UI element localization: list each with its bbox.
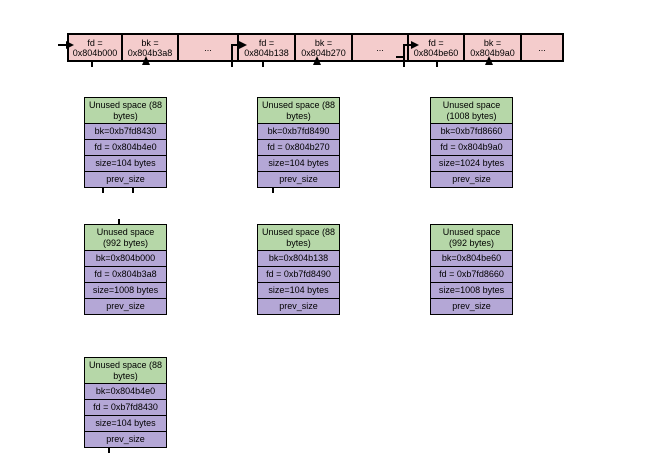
chunk-field-size: size=1008 bytes <box>430 282 513 299</box>
chunk-field-size: size=104 bytes <box>84 415 167 432</box>
chunk-field-size: size=1008 bytes <box>84 282 167 299</box>
chunk-title: Unused space (992 bytes) <box>84 224 167 251</box>
chunk-link-tick-4 <box>118 219 120 224</box>
chunk-field-bk: bk=0x804be60 <box>430 250 513 267</box>
chunk-link-tick-5 <box>108 448 110 453</box>
fd-tick-2 <box>262 62 264 67</box>
fd-pointer-foot-3 <box>396 56 405 58</box>
chunk-field-fd: fd = 0x804b3a8 <box>84 266 167 283</box>
chunk-box-1: Unused space (88 bytes) bk=0xb7fd8430 fd… <box>84 97 167 188</box>
bin-cell-fd-2: fd = 0x804b138 <box>239 35 296 60</box>
bin-cell-fd-3: fd = 0x804be60 <box>409 35 465 60</box>
bin-cell-bk-1: bk = 0x804b3a8 <box>123 35 179 60</box>
bk-pointer-arrow-1 <box>142 56 150 65</box>
bk-pointer-arrow-3 <box>485 56 493 65</box>
chunk-field-size: size=104 bytes <box>84 155 167 172</box>
bin-cell-bk-2: bk = 0x804b270 <box>296 35 353 60</box>
chunk-field-prev-size: prev_size <box>257 171 340 188</box>
chunk-field-size: size=104 bytes <box>257 155 340 172</box>
chunk-field-bk: bk=0x804b4e0 <box>84 383 167 400</box>
chunk-box-6: Unused space (992 bytes) bk=0x804be60 fd… <box>430 224 513 315</box>
chunk-field-size: size=1024 bytes <box>430 155 513 172</box>
chunk-box-4: Unused space (992 bytes) bk=0x804b000 fd… <box>84 224 167 315</box>
chunk-field-size: size=104 bytes <box>257 282 340 299</box>
chunk-field-fd: fd = 0xb7fd8490 <box>257 266 340 283</box>
bin-cell-fd-1: fd = 0x804b000 <box>69 35 123 60</box>
chunk-title: Unused space (1008 bytes) <box>430 97 513 124</box>
chunk-field-fd: fd = 0x804b4e0 <box>84 139 167 156</box>
chunk-field-bk: bk=0xb7fd8490 <box>257 123 340 140</box>
chunk-field-fd: fd = 0xb7fd8660 <box>430 266 513 283</box>
chunk-field-fd: fd = 0x804b270 <box>257 139 340 156</box>
chunk-field-prev-size: prev_size <box>84 431 167 448</box>
chunk-field-prev-size: prev_size <box>257 298 340 315</box>
fd-pointer-line-3 <box>403 44 413 46</box>
chunk-link-tick-1 <box>102 188 104 193</box>
fd-pointer-arrow-1 <box>66 41 74 49</box>
fd-pointer-line-2 <box>231 44 241 46</box>
chunk-box-2: Unused space (88 bytes) bk=0xb7fd8490 fd… <box>257 97 340 188</box>
chunk-field-bk: bk=0x804b138 <box>257 250 340 267</box>
chunk-title: Unused space (88 bytes) <box>84 357 167 384</box>
chunk-field-fd: fd = 0xb7fd8430 <box>84 399 167 416</box>
fd-pointer-line-1 <box>58 44 68 46</box>
fd-tick-1 <box>91 62 93 67</box>
chunk-box-5: Unused space (88 bytes) bk=0x804b138 fd … <box>257 224 340 315</box>
chunk-title: Unused space (88 bytes) <box>84 97 167 124</box>
bin-cell-ellipsis-3: ... <box>538 42 546 53</box>
bk-pointer-arrow-2 <box>313 56 321 65</box>
chunk-title: Unused space (992 bytes) <box>430 224 513 251</box>
fd-pointer-arrow-2 <box>239 41 247 49</box>
chunk-field-prev-size: prev_size <box>84 298 167 315</box>
chunk-field-prev-size: prev_size <box>84 171 167 188</box>
chunk-link-tick-3 <box>272 188 274 193</box>
chunk-field-prev-size: prev_size <box>430 171 513 188</box>
fd-tick-3 <box>436 62 438 67</box>
fd-pointer-stem-3 <box>403 44 405 67</box>
chunk-title: Unused space (88 bytes) <box>257 97 340 124</box>
chunk-field-bk: bk=0xb7fd8660 <box>430 123 513 140</box>
chunk-title: Unused space (88 bytes) <box>257 224 340 251</box>
bin-cell-ellipsis-1: ... <box>179 35 239 60</box>
bin-cell-ellipsis-2: ... <box>353 35 409 60</box>
bin-array: fd = 0x804b000 bk = 0x804b3a8 ... fd = 0… <box>67 33 564 62</box>
chunk-field-fd: fd = 0x804b9a0 <box>430 139 513 156</box>
fd-pointer-stem-2 <box>231 44 233 67</box>
chunk-field-bk: bk=0x804b000 <box>84 250 167 267</box>
chunk-field-bk: bk=0xb7fd8430 <box>84 123 167 140</box>
chunk-field-prev-size: prev_size <box>430 298 513 315</box>
bin-cell-bk-3: bk = 0x804b9a0 <box>465 35 522 60</box>
chunk-box-3: Unused space (1008 bytes) bk=0xb7fd8660 … <box>430 97 513 188</box>
fd-pointer-arrow-3 <box>411 41 419 49</box>
chunk-link-tick-2 <box>132 188 134 193</box>
chunk-box-7: Unused space (88 bytes) bk=0x804b4e0 fd … <box>84 357 167 448</box>
